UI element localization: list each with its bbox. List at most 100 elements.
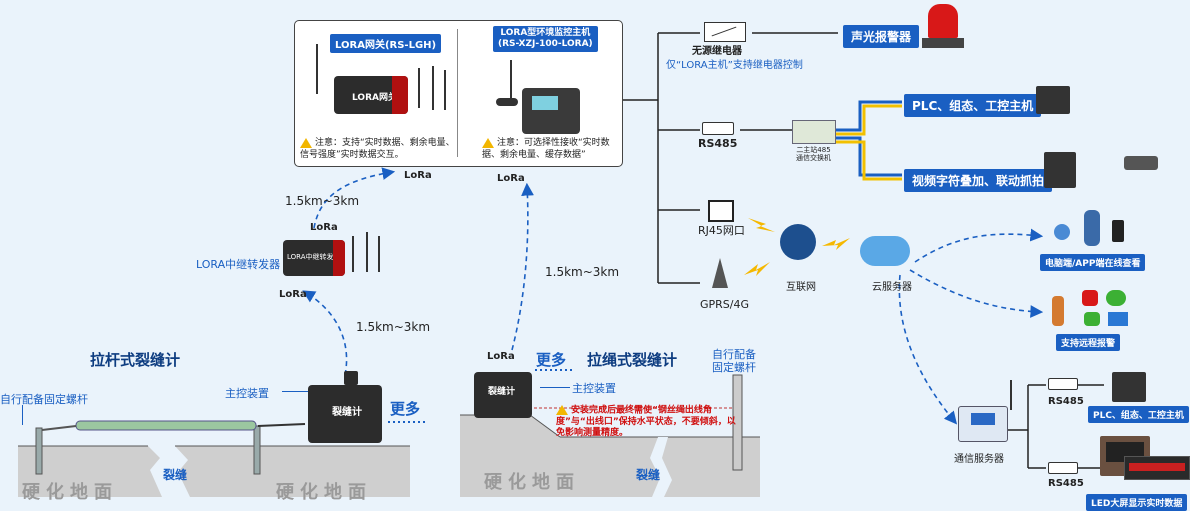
host-title-block: LORA型环境监控主机 (RS-XZJ-100-LORA): [493, 26, 598, 52]
monitor-icon: [1036, 86, 1070, 114]
repeater-antenna-3: [378, 236, 380, 272]
cloud-server-icon: [860, 236, 910, 266]
relay-note: 仅“LORA主机”支持继电器控制: [666, 60, 803, 71]
repeater-label: LORA中继转发器: [196, 258, 281, 271]
gprs-tower-icon: [712, 258, 728, 288]
host-pointer-line: [282, 391, 308, 392]
cloud-label: 云服务器: [872, 282, 912, 293]
host-note: 注意：可选择性接收“实时数据、剩余电量、缓存数据”: [482, 137, 610, 160]
rs485-port-icon: [702, 122, 734, 135]
alarm-light-icon: [928, 4, 958, 38]
alarm-icon: [1082, 290, 1098, 306]
right-scene-ground-label: 硬化地面: [484, 472, 580, 493]
lightning-bolts: [744, 218, 850, 276]
host-title: LORA型环境监控主机: [500, 28, 591, 38]
camera-icon: [1124, 156, 1158, 170]
video-tag: 视频字符叠加、联动抓拍: [904, 169, 1053, 192]
left-host-label: 主控装置: [225, 387, 269, 400]
right-host-label: 主控装置: [572, 382, 616, 395]
distance-label: 1.5km~3km: [356, 320, 431, 334]
distance-label: 1.5km~3km: [545, 265, 620, 279]
left-ground-label: 硬化地面: [22, 482, 118, 503]
warning-icon: [556, 405, 568, 415]
lora-label: LoRa: [279, 289, 307, 300]
comm-server-device: [958, 406, 1008, 442]
host-screen: [532, 96, 558, 110]
video-cable-lines: [835, 100, 902, 181]
rj45-port-icon: [708, 200, 734, 222]
video-box-icon: [1044, 152, 1076, 188]
repeater-antenna-1: [352, 236, 354, 272]
lora-label: LoRa: [310, 222, 338, 233]
ground-left: [18, 420, 410, 497]
internet-globe-icon: [780, 224, 816, 260]
plc-tag-2: PLC、组态、工控主机: [1088, 406, 1189, 423]
lora-repeater-device: LORA中继转发器: [283, 240, 345, 276]
gateway-red-stripe: [392, 76, 408, 114]
repeater-red-stripe: [333, 240, 345, 276]
monitor-icon: [1112, 372, 1146, 402]
comm-server-label: 通信服务器: [954, 454, 1004, 465]
network-tree-lines: [621, 32, 838, 284]
plc-tag: PLC、组态、工控主机: [904, 94, 1042, 117]
sms-icon: [1084, 312, 1100, 326]
rs485-label-b: RS485: [1048, 478, 1084, 489]
right-more-link[interactable]: 更多: [536, 351, 567, 369]
rj45-label: RJ45网口: [698, 224, 745, 237]
lora-label: LoRa: [404, 170, 432, 181]
right-crack-meter-device: 裂缝计: [474, 372, 532, 418]
led-display-icon: [1124, 456, 1190, 480]
gateway-antenna-4: [444, 70, 446, 110]
people-devices-icon: [1050, 208, 1130, 248]
host-antenna: [510, 60, 512, 100]
right-scene-title: 拉绳式裂缝计: [587, 351, 678, 369]
rs485-port-icon: [1048, 378, 1078, 390]
warning-icon: [300, 137, 312, 148]
lora-label: LoRa: [497, 173, 525, 184]
lora-gateway-device: LORA网关: [334, 76, 408, 114]
left-bolt-label: 自行配备固定螺杆: [0, 393, 88, 406]
pc-app-tag: 电脑端/APP端在线查看: [1040, 254, 1146, 271]
gateway-antenna-1: [316, 44, 318, 94]
left-more-link[interactable]: 更多: [390, 400, 421, 418]
left-scene-title: 拉杆式裂缝计: [90, 351, 181, 369]
alarm-base: [922, 38, 964, 48]
relay-icon: [704, 22, 746, 42]
rs485-port-icon: [1048, 462, 1078, 474]
gprs-label: GPRS/4G: [700, 298, 750, 311]
alarm-tag: 声光报警器: [843, 25, 920, 48]
wechat-icon: [1106, 290, 1126, 306]
comm-server-antenna: [1010, 380, 1012, 410]
gateway-brand: LORA网关: [352, 93, 397, 103]
gateway-title: LORA网关(RS-LGH): [330, 34, 442, 53]
host-antenna-base: [496, 98, 518, 106]
left-device-top: [344, 371, 358, 385]
remote-alarm-tag: 支持远程报警: [1056, 334, 1121, 351]
converter-device: [792, 120, 836, 144]
left-device-text: 裂缝计: [332, 407, 362, 418]
install-warning: 安装完成后最终需使“钢丝绳出线角度”与“出线口”保持水平状态，不要倾斜，以免影响…: [556, 405, 736, 438]
comm-server-lines: [1007, 384, 1104, 469]
left-crack-meter-device: 裂缝计: [308, 371, 382, 443]
right-crack-label: 裂缝: [636, 468, 661, 482]
gateway-antenna-2: [418, 68, 420, 108]
warning-icon: [482, 137, 494, 148]
right-host-pointer-line: [540, 387, 570, 388]
right-bolt-label: 自行配备 固定螺杆: [712, 348, 756, 374]
lora-host-device: [522, 88, 580, 134]
distance-label: 1.5km~3km: [285, 194, 360, 208]
repeater-brand: LORA中继转发器: [287, 253, 341, 261]
remote-alarm-icons: [1050, 288, 1132, 330]
led-tag: LED大屏显示实时数据: [1086, 494, 1188, 511]
right-ground-label: 硬化地面: [276, 482, 372, 503]
internet-label: 互联网: [786, 282, 816, 293]
left-crack-label: 裂缝: [163, 468, 188, 482]
rs485-label: RS485: [698, 137, 738, 150]
converter-label: 二主站485 通信交换机: [796, 146, 831, 162]
repeater-antenna-2: [366, 232, 368, 272]
panel-divider: [457, 29, 458, 157]
bolt-pointer-line: [22, 405, 23, 425]
host-model: (RS-XZJ-100-LORA): [498, 39, 593, 49]
gateway-note: 注意：支持“实时数据、剩余电量、信号强度”实时数据交互。: [300, 137, 455, 160]
